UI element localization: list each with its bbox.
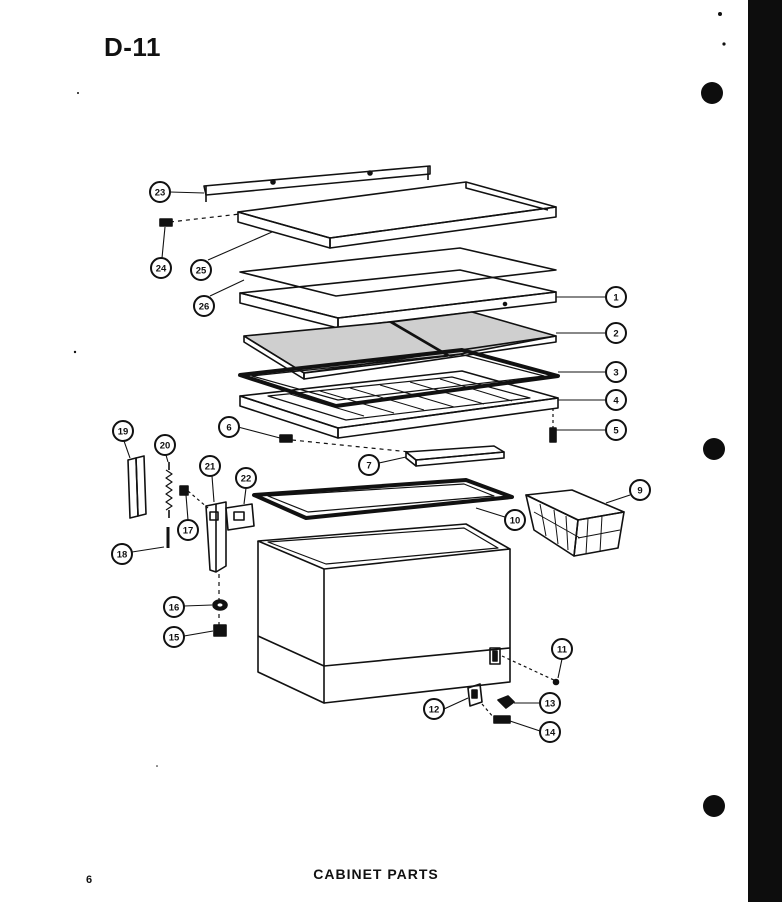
callout-19: 19 [112, 420, 134, 442]
svg-text:14: 14 [545, 728, 556, 739]
callout-17: 17 [177, 519, 199, 541]
callout-1: 1 [605, 286, 627, 308]
svg-text:15: 15 [169, 633, 180, 644]
lid-trim-frame-part [237, 181, 557, 249]
svg-text:16: 16 [169, 603, 180, 614]
screw-axis-6 [291, 439, 411, 453]
hinge-bracket-part [205, 501, 227, 573]
lid-panel-part [239, 247, 557, 297]
lid-liner-part [239, 269, 557, 329]
callout-6: 6 [218, 416, 240, 438]
callout-11: 11 [551, 638, 573, 660]
binder-hole-middle [703, 438, 725, 460]
callout-5: 5 [605, 419, 627, 441]
callout-20: 20 [154, 434, 176, 456]
nut-15-part [213, 624, 227, 637]
callout-group: 23 24 25 26 1 2 3 4 5 6 7 9 10 19 20 21 … [111, 181, 651, 743]
callout-26: 26 [193, 295, 215, 317]
screw-axis-11 [501, 655, 557, 682]
hinge-strip-part [203, 165, 431, 202]
callout-23: 23 [149, 181, 171, 203]
washer-16-part [212, 599, 228, 611]
svg-text:6: 6 [226, 423, 231, 434]
scanner-edge-bar [748, 0, 782, 902]
side-rail-part [127, 455, 147, 519]
screw-14-part [481, 703, 511, 724]
callout-25: 25 [190, 259, 212, 281]
svg-text:23: 23 [155, 188, 166, 199]
svg-text:18: 18 [117, 550, 128, 561]
callout-15: 15 [163, 626, 185, 648]
callout-9: 9 [629, 479, 651, 501]
scan-specks [73, 12, 726, 767]
svg-text:25: 25 [196, 266, 207, 277]
callout-2: 2 [605, 322, 627, 344]
svg-text:7: 7 [366, 461, 371, 472]
svg-text:12: 12 [429, 705, 440, 716]
svg-text:10: 10 [510, 516, 521, 527]
screw-24-part [159, 218, 173, 227]
callout-4: 4 [605, 389, 627, 411]
screw-axis-24 [169, 213, 241, 223]
svg-text:21: 21 [205, 462, 216, 473]
svg-text:17: 17 [183, 526, 194, 537]
callout-10: 10 [504, 509, 526, 531]
svg-text:19: 19 [118, 427, 129, 438]
svg-text:5: 5 [613, 426, 619, 437]
cabinet-gasket-part [252, 478, 514, 520]
svg-text:24: 24 [156, 264, 167, 275]
bracket-part [405, 445, 505, 467]
svg-text:4: 4 [613, 396, 619, 407]
callout-16: 16 [163, 596, 185, 618]
leader-lines [123, 191, 631, 732]
cabinet-body-part [257, 523, 511, 704]
callout-7: 7 [358, 454, 380, 476]
svg-text:22: 22 [241, 474, 252, 485]
callout-21: 21 [199, 455, 221, 477]
hinge-spring-part [165, 462, 173, 518]
binder-hole-top [701, 82, 723, 104]
nut-13-part [497, 695, 515, 709]
screw-6-part [279, 434, 293, 443]
callout-18: 18 [111, 543, 133, 565]
switch-housing-part [467, 683, 483, 707]
wire-basket-part [525, 489, 625, 557]
svg-text:9: 9 [637, 486, 642, 497]
svg-text:26: 26 [199, 302, 210, 313]
callout-12: 12 [423, 698, 445, 720]
callout-3: 3 [605, 361, 627, 383]
screw-17-part [179, 485, 209, 509]
screw-11-part [552, 678, 560, 686]
page-title: D-11 [104, 32, 161, 62]
hinge-plate-part [225, 503, 255, 531]
svg-text:13: 13 [545, 699, 556, 710]
page-number: 6 [86, 874, 93, 886]
diagram-caption: CABINET PARTS [313, 866, 439, 882]
svg-text:11: 11 [557, 645, 568, 656]
callout-14: 14 [539, 721, 561, 743]
svg-text:2: 2 [613, 329, 618, 340]
svg-text:1: 1 [613, 293, 619, 304]
callout-24: 24 [150, 257, 172, 279]
svg-text:3: 3 [613, 368, 618, 379]
screw-5-part [549, 408, 557, 443]
callout-13: 13 [539, 692, 561, 714]
svg-text:20: 20 [160, 441, 171, 452]
callout-22: 22 [235, 467, 257, 489]
inner-pan-part [239, 370, 559, 439]
binder-hole-bottom [703, 795, 725, 817]
